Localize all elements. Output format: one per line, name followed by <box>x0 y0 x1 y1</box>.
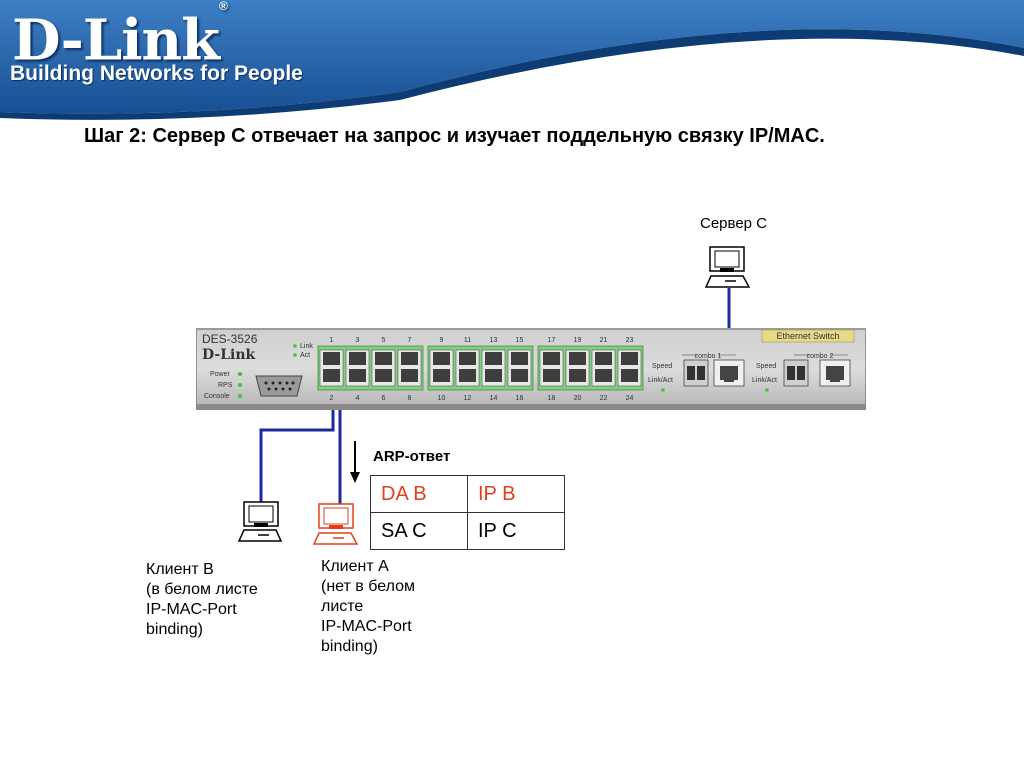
server-computer-icon <box>704 246 751 288</box>
ethernet-switch-badge: Ethernet Switch <box>776 331 839 341</box>
switch-port-icon <box>507 349 532 387</box>
header-banner <box>0 0 1024 120</box>
client-b-line: binding) <box>146 621 203 638</box>
packet-ip-destination-cell: IP B <box>467 475 565 513</box>
console-port-icon <box>255 375 303 397</box>
client-a-line: листе <box>321 598 364 615</box>
port-number-top: 3 <box>356 337 360 344</box>
combo-1-sfp-port-icon <box>683 359 709 387</box>
switch-model: DES-3526 <box>202 332 258 346</box>
status-console-label: Console <box>204 393 230 400</box>
switch-port-icon <box>429 349 454 387</box>
client-a-label: Клиент А (нет в белом листе IP-MAC-Port … <box>321 557 481 657</box>
packet-row-source: SA C IP C <box>370 512 565 550</box>
packet-row-destination: DA B IP B <box>370 475 565 513</box>
switch-port-icon <box>319 349 344 387</box>
port-number-bottom: 18 <box>548 395 556 402</box>
port-number-bottom: 4 <box>356 395 360 402</box>
tagline: Building Networks for People <box>10 62 303 85</box>
port-number-top: 21 <box>600 337 608 344</box>
port-number-top: 7 <box>408 337 412 344</box>
status-rps-label: RPS <box>218 382 233 389</box>
switch-port-icon <box>591 349 616 387</box>
arp-arrow-head <box>350 472 360 483</box>
des-3526-switch: DES-3526 D-Link Power RPS Console Link A… <box>196 328 866 410</box>
switch-port-icon <box>481 349 506 387</box>
port-number-top: 15 <box>516 337 524 344</box>
linkact-label-1: Link/Act <box>648 377 673 384</box>
switch-port-icon <box>371 349 396 387</box>
port-number-top: 13 <box>490 337 498 344</box>
port-number-bottom: 24 <box>626 395 634 402</box>
server-c-label: Сервер С <box>700 215 768 232</box>
switch-brand: D-Link <box>202 347 256 363</box>
client-a-line: IP-MAC-Port <box>321 618 412 635</box>
switch-port-icon <box>345 349 370 387</box>
combo-2-sfp-port-icon <box>783 359 809 387</box>
arp-reply-label: ARP-ответ <box>373 448 451 465</box>
client-b-computer-icon <box>237 501 283 542</box>
switch-port-icon <box>397 349 422 387</box>
port-number-bottom: 22 <box>600 395 608 402</box>
switch-port-icon <box>617 349 642 387</box>
client-a-line: (нет в белом <box>321 578 416 595</box>
status-power-label: Power <box>210 371 231 378</box>
client-a-computer-icon <box>312 503 359 545</box>
combo-1-rj45-port-icon <box>713 359 745 387</box>
slide-title: Шаг 2: Сервер С отвечает на запрос и изу… <box>84 125 825 147</box>
speed-label-2: Speed <box>756 363 776 370</box>
speed-label-1: Speed <box>652 363 672 370</box>
switch-port-icon <box>455 349 480 387</box>
port-number-bottom: 12 <box>464 395 472 402</box>
port-number-bottom: 10 <box>438 395 446 402</box>
combo-1-label: combo 1 <box>695 353 722 360</box>
port-number-top: 11 <box>464 337 471 344</box>
client-a-line: binding) <box>321 638 378 655</box>
link-label: Link <box>300 343 313 350</box>
client-b-line: (в белом листе <box>146 581 258 598</box>
port-number-bottom: 6 <box>382 395 386 402</box>
port-number-top: 1 <box>330 337 334 344</box>
combo-2-label: combo 2 <box>807 353 834 360</box>
port-number-bottom: 2 <box>330 395 334 402</box>
port-number-bottom: 16 <box>516 395 524 402</box>
arp-packet-table: DA B IP B SA C IP C <box>370 475 565 550</box>
packet-da-cell: DA B <box>370 475 468 513</box>
port-number-top: 17 <box>548 337 556 344</box>
port-number-bottom: 8 <box>408 395 412 402</box>
port-number-top: 23 <box>626 337 634 344</box>
act-label: Act <box>300 352 310 359</box>
switch-port-icon <box>565 349 590 387</box>
dlink-logo: D-Link® <box>12 0 228 74</box>
packet-ip-source-cell: IP C <box>467 512 565 550</box>
port-number-top: 9 <box>440 337 444 344</box>
client-b-label: Клиент В (в белом листе IP-MAC-Port bind… <box>146 560 306 640</box>
packet-sa-cell: SA C <box>370 512 468 550</box>
combo-2-rj45-port-icon <box>819 359 851 387</box>
switch-port-icon <box>539 349 564 387</box>
client-b-line: Клиент В <box>146 561 214 578</box>
port-number-top: 19 <box>574 337 582 344</box>
linkact-label-2: Link/Act <box>752 377 777 384</box>
port-number-bottom: 14 <box>490 395 498 402</box>
port-number-bottom: 20 <box>574 395 582 402</box>
port-number-top: 5 <box>382 337 386 344</box>
client-a-line: Клиент А <box>321 558 389 575</box>
client-b-line: IP-MAC-Port <box>146 601 237 618</box>
